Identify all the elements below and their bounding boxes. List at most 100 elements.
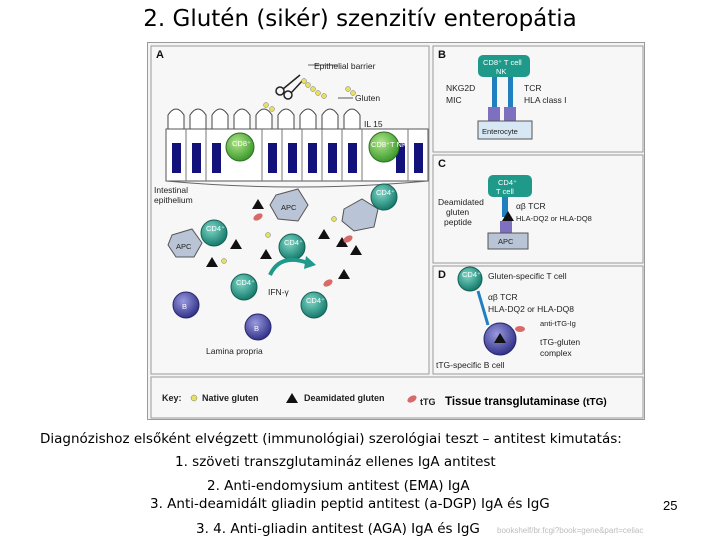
cd8-t-nk-label: CD8⁺T NK [371,140,407,149]
nkg2d-receptor [492,77,497,107]
panel-b-frame [432,45,644,153]
label-intestinal-epithelium-2: epithelium [154,195,193,205]
apc-label-2: APC [176,242,192,251]
label-hla-class-i: HLA class I [524,95,567,105]
hla-class-i-molecule [504,107,516,121]
b-label-1: B [182,302,187,311]
cd4-t-label-4: CD4⁺ T [236,278,262,287]
panel-label-c: C [438,158,446,170]
panel-d-ttg [515,326,525,332]
cd8-t-label: CD8⁺ T [232,139,258,148]
tissue-transglutaminase-text: Tissue transglutaminase [445,396,580,408]
panel-c-cd4-label-2: T cell [496,187,514,196]
test-item-1: 1. szöveti transzglutamináz ellenes IgA … [175,454,496,470]
source-url: bookshelf/br.fcgi?book=gene&part=celiac [497,526,644,535]
label-deamidated-3: peptide [444,217,472,227]
cd4-t-cell-4: CD4⁺ T [230,273,262,301]
label-tcr-b: TCR [524,83,541,93]
key-native-gluten: Native gluten [202,393,259,403]
figure-canvas: A B C D [150,45,644,419]
panel-b-cd8-label-1: CD8⁺ T cell [483,58,522,67]
panel-d-b-cell [483,322,517,356]
page-number: 25 [663,498,678,513]
key-frame [150,376,644,419]
tcr-receptor [508,77,513,107]
label-ab-tcr-c: αβ TCR [516,201,546,211]
label-ifn-gamma: IFN-γ [268,287,290,297]
cd4-t-label-2: CD4⁺ T [206,224,232,233]
key-ttg-icon [407,395,417,403]
label-hla-dq-c: HLA-DQ2 or HLA-DQ8 [516,214,592,223]
label-ttg-gluten-1: tTG-gluten [540,337,580,347]
panel-c-frame [432,154,644,264]
cd4-t-label-3: CD4⁺ T [284,238,310,247]
panel-c-apc: APC [487,232,529,250]
panel-c-deamidated-peptide [502,211,514,221]
native-gluten-dots [221,216,337,264]
ttg-enzymes [253,213,353,287]
gluten-peptides-lumen [263,78,356,112]
test-item-3: 3. Anti-deamidált gliadin peptid antites… [150,496,550,512]
cd8-t-cell: CD8⁺ T [225,132,258,162]
label-hla-dq-d: HLA-DQ2 or HLA-DQ8 [488,304,574,314]
label-epithelial-barrier: Epithelial barrier [314,61,376,71]
key-label: Key: [162,393,182,403]
label-deamidated-2: gluten [446,207,469,217]
panel-c-hla-molecule [500,221,512,235]
panel-c-cd4-cell: CD4⁺ T cell [488,175,532,197]
apc-cell-2: APC [167,228,203,258]
label-intestinal-epithelium-1: Intestinal [154,185,188,195]
cd4-t-cell-1: CD4⁺ T [370,183,402,211]
label-enterocyte: Enterocyte [482,127,518,136]
panel-d-cd4-cell: CD4⁺ T [457,266,488,292]
label-ttg-gluten-2: complex [540,348,572,358]
cd4-t-cell-2: CD4⁺ T [200,219,232,247]
b-cell-1: B [172,291,200,319]
key-deamidated-gluten-icon [286,393,298,403]
tissue-transglutaminase-abbr: (tTG) [582,397,607,408]
panel-c-cd4-label-1: CD4⁺ [498,178,517,187]
label-anti-ttg: anti-tTG-Ig [540,319,576,328]
deamidated-gluten-triangles [206,199,362,279]
mic-molecule [488,107,500,121]
enterocyte-b: Enterocyte [477,120,533,140]
diagnosis-intro: Diagnózishoz elsőként elvégzett (immunol… [40,431,622,447]
tissue-transglutaminase-label: Tissue transglutaminase (tTG) [445,396,607,408]
panel-b-cd8-label-2: NK [496,67,506,76]
panel-d-tcr-link [476,290,490,326]
label-mic: MIC [446,95,462,105]
label-ttg-specific-b: tTG-specific B cell [436,360,505,370]
panel-label-b: B [438,49,446,61]
label-ab-tcr-d: αβ TCR [488,292,518,302]
label-deamidated-1: Deamidated [438,197,484,207]
label-il15: IL 15 [364,119,383,129]
cd4-t-cell-5: CD4⁺ T [300,291,332,319]
epithelial-villi [167,108,361,132]
apc-label-1: APC [281,203,297,212]
panel-label-d: D [438,269,446,281]
test-item-2: 2. Anti-endomysium antitest (EMA) IgA [207,478,470,494]
panel-label-a: A [156,49,164,61]
label-lamina-propria: Lamina propria [206,346,263,356]
cd4-t-label-1: CD4⁺ T [376,188,402,197]
slide-title: 2. Glutén (sikér) szenzitív enteropátia [143,6,577,32]
test-item-4: 3. 4. Anti-gliadin antitest (AGA) IgA és… [196,521,480,537]
key-native-gluten-icon [190,394,198,402]
b-cell-2: B [244,313,272,341]
label-nkg2d: NKG2D [446,83,475,93]
label-gluten-specific-t: Gluten-specific T cell [488,271,567,281]
celiac-pathogenesis-figure: A B C D [147,42,645,420]
key-ttg: tTG [420,397,436,407]
label-gluten: Gluten [355,93,380,103]
cd8-t-nk-cell: CD8⁺T NK [368,131,407,163]
apc-cell-3 [341,198,379,232]
ifn-gamma-arrowhead [304,256,316,269]
panel-d-cd4-label: CD4⁺ T [462,270,488,279]
key-deamidated-gluten: Deamidated gluten [304,393,385,403]
panel-c-apc-label: APC [498,237,514,246]
cd4-t-label-5: CD4⁺ T [306,296,332,305]
ifn-gamma-arrow [268,258,309,276]
panel-b-cd8-cell: CD8⁺ T cell NK [478,55,530,77]
panel-c-tcr [502,197,508,217]
apc-cell-1: APC [269,188,309,222]
